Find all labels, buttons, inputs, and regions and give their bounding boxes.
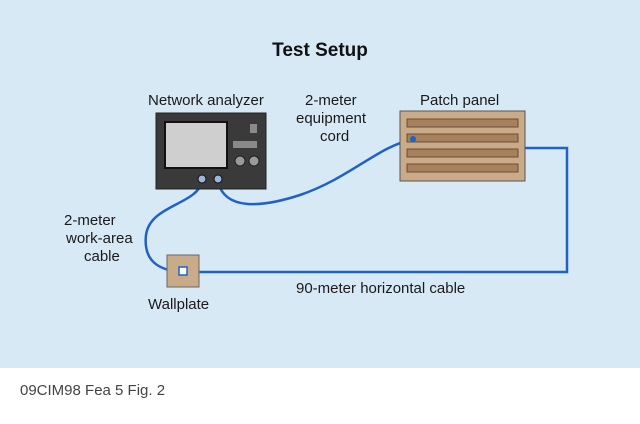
- diagram-background: Test Setup Network analyzer Patch panel …: [0, 0, 640, 368]
- equipment-cord-label-line-2: equipment: [296, 110, 367, 127]
- analyzer-knob: [248, 155, 260, 167]
- work-area-cable: [144, 181, 204, 274]
- analyzer-port: [197, 174, 207, 184]
- work-area-cable-label-line-2: work-area: [66, 230, 133, 247]
- patch-panel-port: [410, 136, 416, 142]
- network-analyzer-label: Network analyzer: [148, 92, 264, 109]
- horizontal-cable-label: 90-meter horizontal cable: [296, 280, 466, 297]
- analyzer-knob: [234, 155, 246, 167]
- analyzer-port: [213, 174, 223, 184]
- patch-panel-label: Patch panel: [420, 92, 500, 109]
- test-setup-diagram: [144, 110, 569, 288]
- work-area-cable-label-line-1: 2-meter: [64, 212, 116, 229]
- diagram-title: Test Setup: [272, 40, 368, 61]
- equipment-cord-label-line-3: cord: [320, 128, 350, 145]
- figure-caption: 09CIM98 Fea 5 Fig. 2: [20, 382, 166, 399]
- equipment-cord-label-line-1: 2-meter: [305, 92, 357, 109]
- wallplate: [166, 254, 200, 288]
- work-area-cable-label-line-3: cable: [84, 248, 120, 265]
- network-analyzer: [155, 112, 267, 190]
- analyzer-screen: [164, 121, 228, 169]
- wallplate-label: Wallplate: [148, 296, 210, 313]
- patch-panel: [399, 110, 526, 182]
- horizontal-cable: [192, 146, 569, 274]
- equipment-cord: [216, 138, 413, 206]
